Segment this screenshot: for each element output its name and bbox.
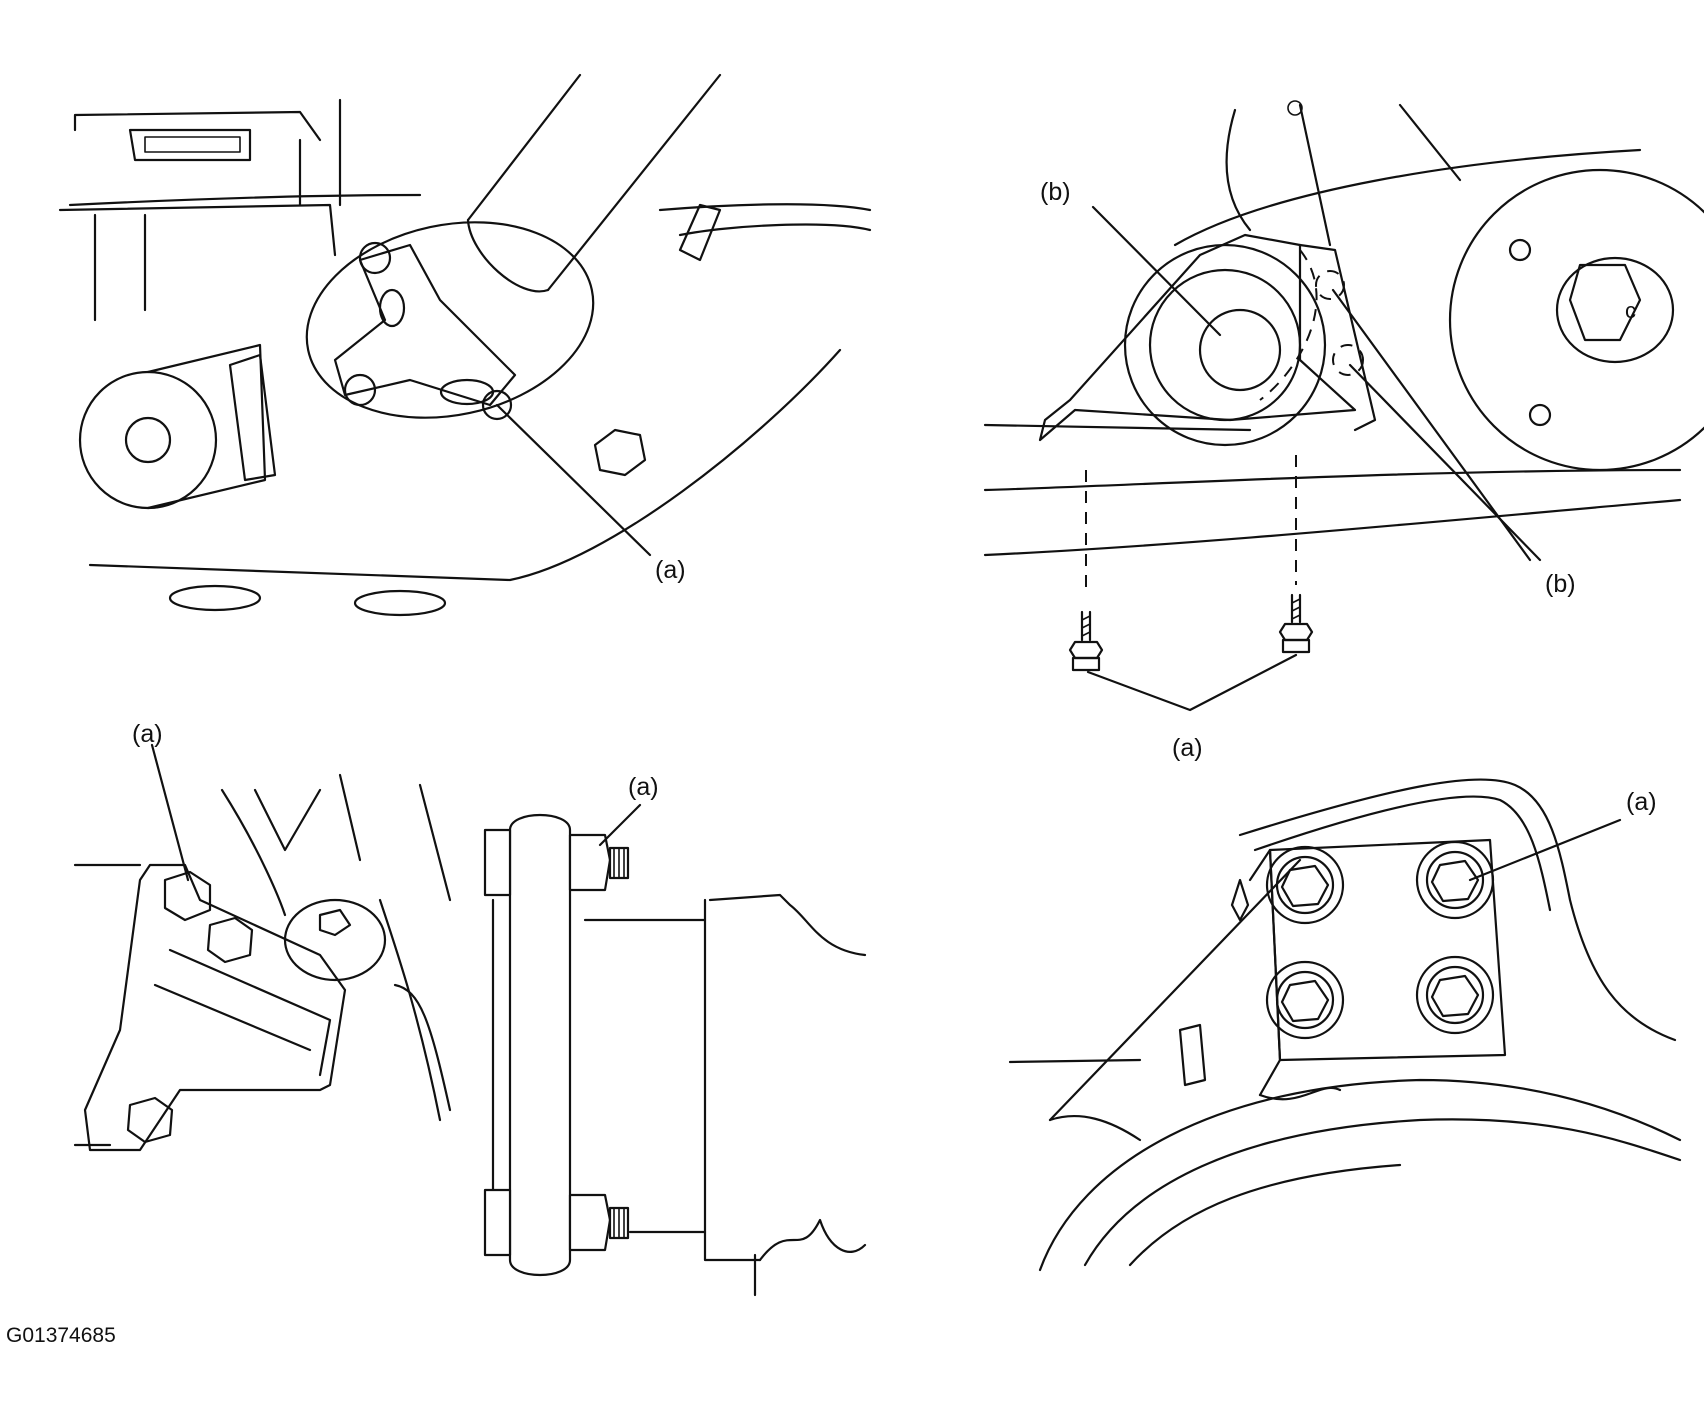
figure-code: G01374685: [6, 1324, 116, 1347]
panel-top-left-drawing: [58, 73, 872, 617]
panel-top-right-drawing: c: [983, 100, 1704, 712]
panel-bottom-right-drawing: [1008, 778, 1682, 1272]
panel-bottom-left-drawing: [73, 743, 867, 1297]
callout-top-right-b-upper: (b): [1040, 178, 1071, 206]
callout-top-right-a: (a): [1172, 734, 1203, 762]
svg-text:c: c: [1625, 298, 1636, 323]
callout-bottom-right-a: (a): [1626, 788, 1657, 816]
callout-bottom-left-a-2: (a): [628, 773, 659, 801]
callout-top-left-a: (a): [655, 556, 686, 584]
callout-top-right-b-lower: (b): [1545, 570, 1576, 598]
callout-bottom-left-a-1: (a): [132, 720, 163, 748]
